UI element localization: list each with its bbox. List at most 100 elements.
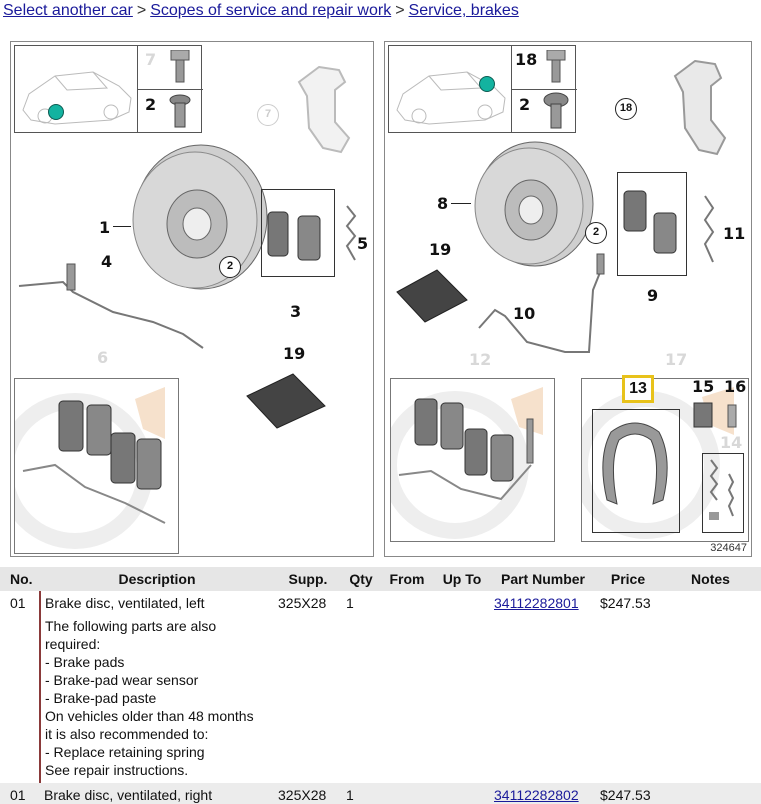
guide-bolt-icon [543, 92, 569, 129]
note-line: - Brake-pad paste [45, 690, 157, 706]
brake-disc-icon [132, 144, 268, 290]
part-number-link[interactable]: 34112282801 [494, 595, 579, 611]
parts-table: No. Description Supp. Qty From Up To Par… [0, 567, 761, 804]
breadcrumb: Select another car>Scopes of service and… [3, 0, 519, 22]
diagram-panel-right: 18 2 18 8 2 [381, 41, 752, 557]
callout-13-highlighted[interactable]: 13 [622, 375, 654, 403]
row-no: 01 [10, 595, 26, 611]
col-from: From [380, 567, 434, 591]
row-from [380, 591, 434, 783]
brake-pads-box [261, 189, 335, 277]
brake-pad-kit-box [381, 378, 555, 542]
car-locator-box: 18 2 [388, 45, 577, 133]
col-no: No. [0, 567, 40, 591]
callout-9[interactable]: 9 [647, 286, 659, 305]
col-notes: Notes [660, 567, 761, 591]
brake-shoes-box [592, 409, 680, 533]
description-title: Brake disc, ventilated, left [45, 595, 205, 611]
row-price: $247.53 [596, 783, 660, 804]
row-description: Brake disc, ventilated, right [40, 783, 274, 804]
col-part-number: Part Number [490, 567, 596, 591]
row-description: Brake disc, ventilated, left The followi… [39, 591, 274, 783]
brake-disc-icon [474, 141, 594, 267]
callout-circle-2[interactable]: 2 [219, 256, 241, 278]
brake-paste-icon [396, 269, 468, 323]
row-qty: 1 [342, 783, 380, 804]
callout-19[interactable]: 19 [429, 240, 452, 259]
callout-19[interactable]: 19 [283, 344, 306, 363]
row-upto [434, 591, 490, 783]
breadcrumb-service-brakes-link[interactable]: Service, brakes [408, 2, 519, 19]
callout-14[interactable]: 14 [720, 433, 743, 452]
callout-16[interactable]: 16 [724, 377, 747, 396]
callout-circle-2[interactable]: 2 [585, 222, 607, 244]
spring-set-box [702, 453, 744, 533]
table-header-row: No. Description Supp. Qty From Up To Par… [0, 567, 761, 591]
figure-number: 324647 [710, 542, 747, 554]
note-line: - Brake pads [45, 654, 125, 670]
col-upto: Up To [434, 567, 490, 591]
brake-pad-kit-icon [0, 387, 166, 549]
callout-3[interactable]: 3 [290, 302, 302, 321]
caliper-carrier-icon [297, 65, 351, 154]
row-upto [434, 783, 490, 804]
car-locator-box: 7 2 [14, 45, 203, 133]
brake-pads-box [617, 172, 687, 276]
callout-7[interactable]: 7 [145, 50, 157, 69]
row-notes [660, 591, 761, 783]
bolt-icon [170, 50, 190, 83]
note-line: - Brake-pad wear sensor [45, 672, 199, 688]
callout-2[interactable]: 2 [145, 95, 157, 114]
col-supp: Supp. [274, 567, 342, 591]
callout-1[interactable]: 1 [99, 218, 111, 237]
callout-circle-7[interactable]: 7 [257, 104, 279, 126]
callout-15[interactable]: 15 [692, 377, 715, 396]
brake-shoes-icon [602, 422, 668, 505]
front-left-wheel-marker [48, 104, 64, 120]
breadcrumb-scopes-link[interactable]: Scopes of service and repair work [150, 2, 392, 19]
callout-17[interactable]: 17 [665, 350, 688, 369]
callout-10[interactable]: 10 [513, 304, 536, 323]
col-qty: Qty [342, 567, 380, 591]
parts-diagram: 7 2 7 1 2 [0, 38, 761, 560]
note-line: On vehicles older than 48 months [45, 708, 254, 724]
callout-2[interactable]: 2 [519, 95, 531, 114]
note-line: The following parts are also [45, 618, 217, 634]
breadcrumb-select-car-link[interactable]: Select another car [3, 2, 133, 19]
col-description: Description [40, 567, 274, 591]
brake-paste-icon [246, 373, 326, 429]
callout-6[interactable]: 6 [97, 348, 109, 367]
callout-11[interactable]: 11 [723, 224, 746, 243]
brake-pads-icon [623, 190, 677, 254]
breadcrumb-separator: > [395, 2, 405, 19]
brake-pad-kit-icon [381, 387, 543, 539]
row-from [380, 783, 434, 804]
note-line: See repair instructions. [45, 762, 189, 778]
row-supp: 325X28 [278, 595, 327, 611]
brake-pads-icon [267, 211, 321, 261]
col-price: Price [596, 567, 660, 591]
caliper-carrier-icon [673, 59, 727, 156]
breadcrumb-separator: > [136, 2, 147, 19]
parking-brake-kit-box: 13 15 16 14 [581, 375, 749, 542]
callout-4[interactable]: 4 [101, 252, 113, 271]
bolt-icon [546, 50, 566, 83]
row-no: 01 [0, 783, 40, 804]
car-outline-icon [22, 71, 132, 125]
spring-set-icon [709, 459, 735, 520]
note-line: it is also recommended to: [45, 726, 209, 742]
rear-wheel-marker [479, 76, 495, 92]
row-supp: 325X28 [274, 783, 342, 804]
row-notes [660, 783, 761, 804]
callout-5[interactable]: 5 [357, 234, 369, 253]
table-row: 01 Brake disc, ventilated, left The foll… [0, 591, 761, 783]
callout-8[interactable]: 8 [437, 194, 449, 213]
part-number-link[interactable]: 34112282802 [494, 787, 579, 803]
brake-pad-kit-box [0, 378, 179, 554]
callout-18[interactable]: 18 [515, 50, 538, 69]
note-line: required: [45, 636, 101, 652]
callout-circle-18[interactable]: 18 [615, 98, 637, 120]
table-row: 01 Brake disc, ventilated, right 325X28 … [0, 783, 761, 804]
car-outline-icon [396, 71, 506, 125]
callout-12[interactable]: 12 [469, 350, 492, 369]
